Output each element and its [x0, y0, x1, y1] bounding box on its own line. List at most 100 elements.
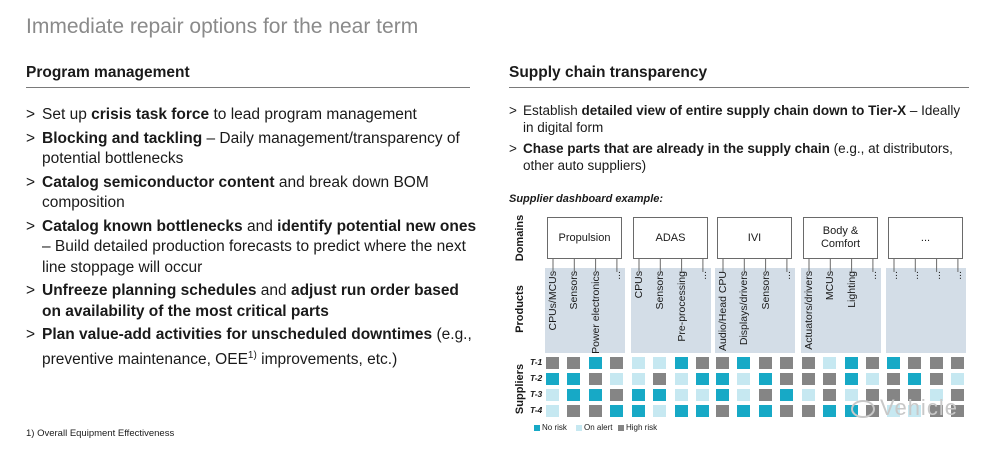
bullet-text: improvements, etc.) — [256, 350, 398, 368]
tier-label: T-3 — [530, 389, 543, 399]
bullet-item: >Set up crisis task force to lead progra… — [26, 105, 478, 126]
status-cell — [632, 357, 645, 369]
right-section-divider — [509, 87, 969, 88]
status-cell — [929, 389, 943, 401]
domain-label: IVI — [747, 231, 762, 244]
bullet-item: >Catalog semiconductor content and break… — [26, 173, 478, 214]
status-cell — [546, 405, 559, 417]
status-cell — [567, 357, 581, 369]
bullet-text: – Build detailed production forecasts to… — [42, 238, 466, 276]
status-cell — [567, 389, 581, 401]
bullet-marker: > — [509, 103, 517, 118]
supply-chain-title: Supply chain transparency — [509, 64, 708, 81]
status-cell — [908, 357, 922, 369]
status-cell — [737, 389, 751, 401]
legend-label: No risk — [542, 423, 567, 432]
bullet-marker: > — [26, 106, 36, 123]
bullet-text: detailed view of entire supply chain dow… — [581, 103, 907, 118]
status-cell — [716, 405, 729, 417]
status-cell — [844, 357, 858, 369]
status-cell — [737, 405, 751, 417]
bullet-marker: > — [26, 173, 36, 191]
supply-chain-bullets: > Establish detailed view of entire suppl… — [509, 102, 971, 178]
status-cell — [588, 405, 602, 417]
status-cell — [695, 373, 709, 385]
status-cell — [609, 389, 623, 401]
watermark: Vehicle — [880, 395, 958, 420]
status-cell — [758, 405, 772, 417]
domain-label: Body & Comfort — [820, 225, 861, 250]
status-cell — [823, 357, 837, 369]
status-cell — [695, 405, 709, 417]
bullet-text: to lead program management — [209, 106, 417, 123]
status-cell — [567, 405, 581, 417]
status-cell — [844, 389, 858, 401]
status-cell — [950, 373, 964, 385]
program-management-title: Program management — [26, 64, 190, 81]
bullet-text: Establish — [523, 103, 582, 118]
status-cell — [779, 373, 793, 385]
status-cell — [823, 405, 837, 417]
bullet-text: (e.g., at distributors, other auto suppl… — [523, 141, 953, 173]
bullet-text: adjust run order based on availability o… — [42, 282, 459, 320]
status-cell — [908, 389, 922, 401]
legend-item: High risk — [618, 423, 657, 432]
bullet-text: and break down BOM composition — [42, 173, 429, 212]
bullet-item: >Blocking and tackling – Daily managemen… — [26, 129, 478, 170]
status-cell — [887, 389, 900, 401]
status-cell — [632, 389, 645, 401]
bullet-text: Plan value-add activities for unschedule… — [42, 326, 433, 343]
bullet-text: Set up — [42, 106, 92, 123]
bullet-text: Blocking and tackling — [42, 129, 203, 147]
page-title: Immediate repair options for the near te… — [26, 15, 419, 38]
status-cell — [950, 357, 964, 369]
status-cell — [588, 373, 602, 385]
footnote: 1) Overall Equipment Effectiveness — [26, 428, 175, 439]
bullet-marker: > — [509, 141, 517, 156]
status-cell — [632, 405, 645, 417]
status-cell — [588, 389, 602, 401]
status-cell — [546, 373, 559, 385]
status-cell — [695, 389, 709, 401]
status-cell — [802, 389, 815, 401]
status-cell — [716, 389, 729, 401]
bullet-item: > Chase parts that are already in the sup… — [509, 140, 971, 174]
status-cell — [908, 405, 922, 417]
bullet-text: Chase parts that are already in the supp… — [523, 141, 830, 156]
domain-box: Propulsion — [547, 217, 622, 259]
status-cell — [758, 373, 772, 385]
status-cell — [737, 357, 751, 369]
bullet-text: and — [256, 282, 291, 299]
legend-label: On alert — [584, 423, 613, 432]
dashboard-title: Supplier dashboard example: — [509, 193, 664, 205]
status-cell — [653, 357, 667, 369]
status-cell — [802, 373, 815, 385]
domain-box: ... — [888, 217, 963, 259]
status-cell — [653, 405, 667, 417]
bullet-marker: > — [26, 282, 36, 299]
status-cell — [695, 357, 709, 369]
bullet-item: > Unfreeze planning schedules and adjust … — [26, 281, 478, 322]
products-column-group — [631, 268, 711, 353]
status-cell — [609, 405, 623, 417]
products-column-group — [715, 268, 795, 353]
bullet-text: 1) — [247, 349, 257, 361]
status-cell — [546, 389, 559, 401]
status-cell — [588, 357, 602, 369]
bullet-text: Unfreeze planning schedules — [42, 282, 257, 299]
status-cell — [567, 373, 581, 385]
status-cell — [674, 357, 688, 369]
products-column-group — [545, 268, 625, 353]
domain-label: ADAS — [655, 231, 686, 244]
status-cell — [546, 357, 559, 369]
status-cell — [737, 373, 751, 385]
products-column-group — [801, 268, 881, 353]
status-cell — [929, 405, 943, 417]
wechat-icon — [851, 400, 875, 418]
status-cell — [674, 405, 688, 417]
bullet-text: – Daily management/transparency of poten… — [42, 129, 460, 168]
status-cell — [674, 389, 688, 401]
left-section-divider — [26, 87, 470, 88]
tier-label: T-1 — [530, 357, 543, 367]
